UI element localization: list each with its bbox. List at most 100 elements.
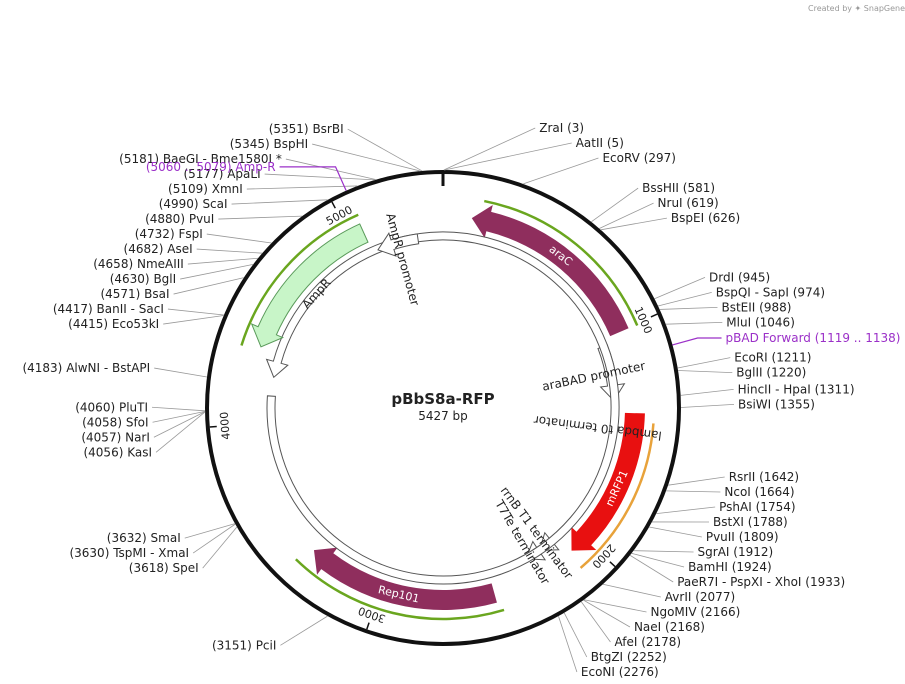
site-label-asei[interactable]: (4682) AseI [124,242,193,256]
site-position: (5181) [119,152,159,166]
site-label-mlui[interactable]: MluI (1046) [726,315,795,329]
site-position: (4417) [53,302,93,316]
site-label-econi[interactable]: EcoNI (2276) [581,665,659,679]
site-label-pshai[interactable]: PshAI (1754) [719,500,795,514]
site-label-bsiwi[interactable]: BsiWI (1355) [738,397,815,411]
snapgene-brand: Created by ✦ SnapGene [808,4,905,13]
site-label-naei[interactable]: NaeI (2168) [634,620,705,634]
site-leader [246,185,358,190]
site-label-smai[interactable]: (3632) SmaI [107,531,181,545]
site-label-hincii[interactable]: HincII - HpaI (1311) [738,382,855,396]
feature-rep101[interactable] [313,547,497,610]
site-leader [680,403,735,408]
enzyme-name: BglII [736,366,762,380]
site-position: (1912) [733,545,773,559]
site-leader [312,143,421,172]
site-label-drdi[interactable]: DrdI (945) [709,270,770,284]
site-leader [563,612,588,658]
site-leader [657,291,712,307]
site-label-bglii[interactable]: BglII (1220) [736,366,806,380]
site-label-pluti[interactable]: (4060) PluTI [75,400,148,414]
site-label-nmeaiii[interactable]: (4658) NmeAIII [93,257,184,271]
primer-text: (5060 .. 5079) [146,160,232,174]
site-position: (945) [738,270,770,284]
feature-ampr-promoter[interactable] [377,232,420,257]
site-position: (5) [607,136,624,150]
site-label-nrui[interactable]: NruI (619) [658,196,719,210]
feature-arac[interactable] [471,205,629,337]
site-label-kasi[interactable]: (4056) KasI [83,445,152,459]
site-label-aatii[interactable]: AatII (5) [576,136,624,150]
enzyme-name: BspEI [671,211,704,225]
enzyme-name: XmnI [212,182,243,196]
site-label-bamhi[interactable]: BamHI (1924) [688,560,772,574]
site-label-ecori[interactable]: EcoRI (1211) [734,351,811,365]
enzyme-name: XmaI [158,546,189,560]
feature-lambda-t0-terminator[interactable] [265,231,620,585]
site-label-paer7i[interactable]: PaeR7I - PspXI - XhoI (1933) [677,575,845,589]
site-leader [599,202,654,229]
site-label-fspi[interactable]: (4732) FspI [135,227,203,241]
enzyme-name: BtgZI [591,650,623,664]
site-label-bsrbi[interactable]: (5351) BsrBI [269,122,344,136]
site-label-alwni[interactable]: (4183) AlwNI - BstAPI [22,361,150,375]
site-leader [600,217,667,231]
site-label-xmni[interactable]: (5109) XmnI [168,182,243,196]
site-label-zrai[interactable]: ZraI (3) [539,121,584,135]
enzyme-name: DrdI [709,270,734,284]
feature-mrfp1[interactable] [571,412,645,551]
site-position: (1754) [756,500,796,514]
site-leader [196,248,263,254]
site-label-bspei[interactable]: BspEI (626) [671,211,740,225]
enzyme-name: BsrBI [312,122,343,136]
primer-amp-r[interactable]: (5060 .. 5079) Amp-R [146,160,276,174]
site-label-eco53ki[interactable]: (4415) Eco53kI [68,317,159,331]
site-label-sfoi[interactable]: (4058) SfoI [82,415,148,429]
site-label-ngomiv[interactable]: NgoMIV (2166) [651,605,741,619]
site-leader [629,554,674,583]
site-label-rsrii[interactable]: RsrII (1642) [729,470,799,484]
site-label-bspqi[interactable]: BspQI - SapI (974) [716,285,825,299]
site-label-bstxi[interactable]: BstXI (1788) [713,515,788,529]
site-position: (4880) [145,212,185,226]
site-label-spei[interactable]: (3618) SpeI [129,561,199,575]
primer-text: (1119 .. 1138) [815,331,901,345]
site-leader [444,142,572,171]
site-label-ncoi[interactable]: NcoI (1664) [724,485,794,499]
site-label-bsteii[interactable]: BstEII (988) [721,300,791,314]
site-label-btgzi[interactable]: BtgZI (2252) [591,650,667,664]
site-label-banii[interactable]: (4417) BanII - SacI [53,302,164,316]
feature-strand-band [484,199,639,327]
enzyme-name: SmaI [151,531,181,545]
site-label-ecorv[interactable]: EcoRV (297) [602,151,676,165]
site-leader [347,128,423,172]
site-label-pvuii[interactable]: PvuII (1809) [706,530,779,544]
site-leader [280,615,328,646]
enzyme-name: PvuI [189,212,214,226]
site-leader [285,158,377,180]
site-label-sgrai[interactable]: SgrAI (1912) [698,545,774,559]
site-label-avrii[interactable]: AvrII (2077) [665,590,735,604]
site-label-bgli[interactable]: (4630) BglI [110,272,176,286]
enzyme-name: BssHII [642,181,679,195]
feature-strand-band [240,213,359,346]
site-label-nari[interactable]: (4057) NarI [81,430,150,444]
site-label-tspmi[interactable]: (3630) TspMI - XmaI [69,546,189,560]
site-leader [558,615,578,673]
site-label-pvui[interactable]: (4880) PvuI [145,212,214,226]
enzyme-name: BsaI [144,287,169,301]
site-leader [649,526,702,538]
site-position: (1355) [775,397,815,411]
primer-pbad-forward[interactable]: pBAD Forward (1119 .. 1138) [726,331,901,345]
site-label-bsai[interactable]: (4571) BsaI [100,287,169,301]
site-label-bsphi[interactable]: (5345) BspHI [230,137,308,151]
site-label-apali[interactable]: (5177) ApaLI [183,167,260,181]
site-label-afei[interactable]: AfeI (2178) [614,635,681,649]
site-label-pcii[interactable]: (3151) PciI [212,638,276,652]
feature-ampr[interactable] [250,223,369,348]
site-label-bsshii[interactable]: BssHII (581) [642,181,715,195]
site-label-scai[interactable]: (4990) ScaI [159,197,228,211]
site-leader [668,476,725,486]
site-label-baegi[interactable]: (5181) BaeGI - Bme1580I * [119,152,282,166]
enzyme-name: AlwNI [66,361,100,375]
